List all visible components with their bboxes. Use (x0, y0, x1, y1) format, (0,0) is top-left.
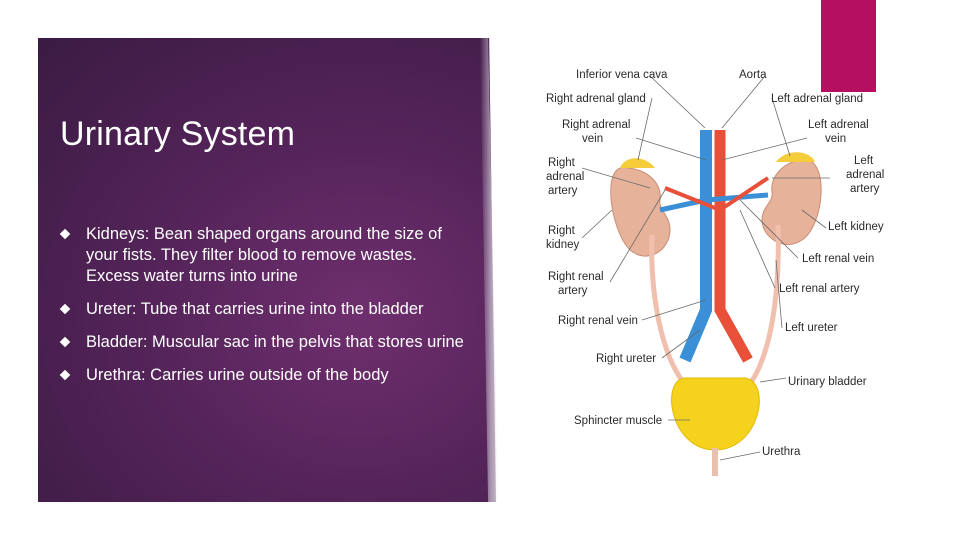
bullet-text: Kidneys: Bean shaped organs around the s… (86, 225, 442, 285)
right-ureter-shape (649, 234, 692, 392)
label-left-adrenal-gland: Left adrenal gland (771, 93, 863, 105)
bullet-ureter: Ureter: Tube that carries urine into the… (60, 299, 470, 320)
label-left-kidney: Left kidney (828, 221, 884, 233)
bullet-kidneys: Kidneys: Bean shaped organs around the s… (60, 224, 470, 287)
bullet-text: Ureter: Tube that carries urine into the… (86, 300, 424, 318)
label-aorta: Aorta (739, 69, 767, 81)
label-left-adrenal-artery-line1: Left (854, 155, 874, 167)
inferior-vena-cava-shape (679, 130, 712, 363)
bullet-urethra: Urethra: Carries urine outside of the bo… (60, 365, 470, 386)
label-right-renal-artery-line1: Right renal (548, 271, 604, 283)
label-right-kidney-line1: Right (548, 225, 576, 237)
label-right-renal-vein: Right renal vein (558, 315, 638, 327)
label-right-adrenal-vein-line2: vein (582, 133, 603, 145)
label-right-adrenal-artery-line2: adrenal (546, 171, 584, 183)
bullet-text: Urethra: Carries urine outside of the bo… (86, 366, 389, 384)
label-left-adrenal-artery-line3: artery (850, 183, 880, 195)
label-left-renal-vein: Left renal vein (802, 253, 874, 265)
label-right-kidney-line2: kidney (546, 239, 579, 251)
label-urethra: Urethra (762, 446, 801, 458)
right-adrenal-gland-shape (620, 158, 655, 168)
label-left-adrenal-artery-line2: adrenal (846, 169, 884, 181)
label-right-adrenal-gland: Right adrenal gland (546, 93, 646, 105)
left-adrenal-gland-shape (776, 152, 815, 162)
bullet-text: Bladder: Muscular sac in the pelvis that… (86, 333, 464, 351)
bullet-bladder: Bladder: Muscular sac in the pelvis that… (60, 332, 470, 353)
slide-title: Urinary System (60, 114, 296, 153)
bullet-list: Kidneys: Bean shaped organs around the s… (60, 224, 470, 398)
label-left-adrenal-vein-line2: vein (825, 133, 846, 145)
label-left-ureter: Left ureter (785, 322, 838, 334)
label-right-renal-artery-line2: artery (558, 285, 588, 297)
left-ureter-shape (743, 224, 781, 392)
accent-bar (821, 0, 876, 92)
urethra-shape (712, 448, 718, 476)
right-kidney-shape (610, 167, 671, 257)
label-right-adrenal-artery-line3: artery (548, 185, 578, 197)
label-left-renal-artery: Left renal artery (779, 283, 860, 295)
renal-arteries-shape (664, 176, 770, 212)
label-right-ureter: Right ureter (596, 353, 656, 365)
urinary-system-diagram: Inferior vena cava Aorta Right adrenal g… (546, 69, 884, 476)
label-inferior-vena-cava: Inferior vena cava (576, 69, 668, 81)
aorta-shape (714, 130, 753, 363)
label-right-adrenal-artery-line1: Right (548, 157, 576, 169)
label-urinary-bladder: Urinary bladder (788, 376, 867, 388)
label-right-adrenal-vein-line1: Right adrenal (562, 119, 630, 131)
label-left-adrenal-vein-line1: Left adrenal (808, 119, 869, 131)
label-sphincter-muscle: Sphincter muscle (574, 415, 662, 427)
left-kidney-shape (761, 159, 822, 245)
bladder-shape (671, 377, 760, 451)
slide-background-panel (38, 38, 496, 502)
